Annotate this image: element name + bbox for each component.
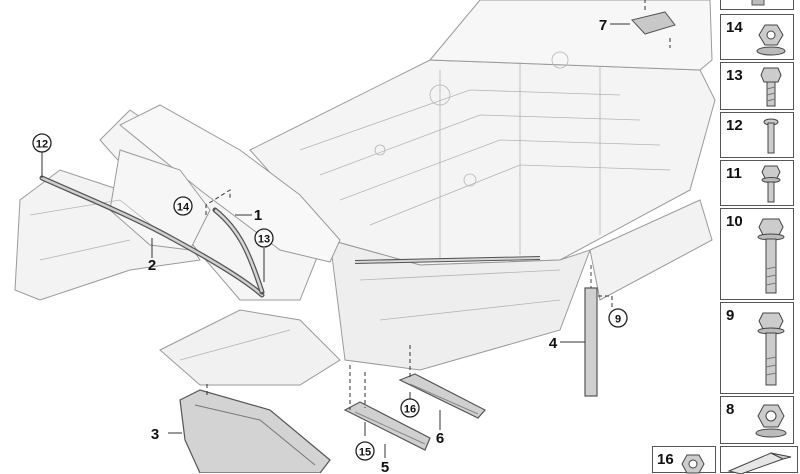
flange-nut-icon-8 (755, 404, 787, 438)
vehicle-underbody (14, 0, 716, 386)
callout-16: 16 (400, 398, 420, 418)
callout-2: 2 (148, 257, 156, 274)
svg-text:13: 13 (258, 234, 270, 246)
top-plate-7 (631, 11, 676, 35)
body-detail-lines (29, 51, 671, 361)
parts-cell-13: 13 (720, 62, 794, 110)
callout-6: 6 (436, 430, 444, 447)
parts-cell-11: 11 (720, 160, 794, 206)
flange-nut-icon (756, 24, 786, 56)
parts-cell-16: 16 (652, 446, 716, 474)
callout-4: 4 (549, 335, 558, 352)
callout-3: 3 (151, 426, 159, 443)
nut-icon (681, 454, 705, 474)
parts-cell-14: 14 (720, 14, 794, 60)
stud-bolt-icon (763, 118, 779, 154)
svg-text:14: 14 (177, 202, 190, 214)
wedge-icon (727, 452, 792, 474)
callout-15: 15 (355, 441, 375, 461)
svg-text:16: 16 (404, 404, 416, 416)
parts-cell-8: 8 (720, 396, 794, 444)
parts-cell-9: 9 (720, 302, 794, 394)
leader-lines (41, 23, 630, 458)
vertical-strut (584, 287, 598, 397)
lower-bracket-5 (343, 401, 431, 451)
parts-cell-10: 10 (720, 208, 794, 300)
svg-text:12: 12 (36, 139, 48, 151)
callout-5: 5 (381, 459, 389, 473)
hex-bolt-icon-9 (757, 312, 785, 386)
dashed-guide-lines (205, 0, 671, 410)
hex-bolt-icon (760, 67, 782, 107)
parts-cell-top (720, 0, 794, 10)
callout-12: 12 (32, 133, 52, 153)
callout-13: 13 (254, 228, 274, 248)
callout-9: 9 (608, 308, 628, 328)
hex-screw-icon (761, 165, 781, 203)
svg-text:15: 15 (359, 447, 371, 459)
parts-legend: 14 13 12 11 10 (716, 0, 800, 473)
callout-14: 14 (173, 196, 193, 216)
parts-cell-12: 12 (720, 112, 794, 158)
wedge-part-cell (720, 446, 798, 474)
underbody-shield-plate (179, 389, 331, 473)
long-hex-bolt-icon (757, 218, 785, 294)
callout-1: 1 (254, 207, 262, 224)
svg-text:9: 9 (615, 314, 621, 326)
callout-7: 7 (599, 17, 607, 34)
